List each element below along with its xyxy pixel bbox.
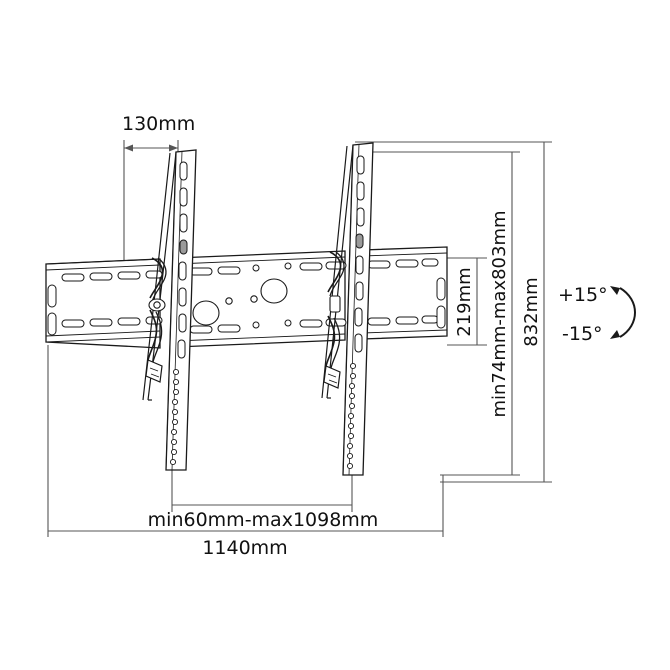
horizontal-rail-left (45, 258, 163, 349)
rail-center-slot-row-bottom (189, 318, 347, 334)
horizontal-rail-right (361, 246, 448, 340)
arm-right-upper-slots (354, 155, 365, 353)
vertical-arm-right (342, 142, 374, 476)
rail-center-slot-row-top (189, 261, 347, 276)
tilt-arc-arrow-icon (610, 286, 636, 339)
rail-height-dimension-219mm (447, 257, 487, 346)
arm-left-hole-column (169, 368, 180, 466)
rail-height-dimension-label: 219mm (454, 267, 475, 336)
rail-left-slot-row-top (61, 270, 163, 282)
rail-right-end-slots (436, 277, 446, 329)
vesa-vertical-dimension (355, 151, 520, 476)
overall-width-dimension-label: 1140mm (202, 537, 287, 559)
tilt-up-label: +15° (558, 284, 608, 306)
vesa-vertical-dimension-label: min74mm-max803mm (489, 210, 510, 417)
overall-width-dimension-1140mm (47, 345, 444, 537)
depth-dimension-label: 130mm (122, 113, 195, 135)
hinge-assembly-left (145, 257, 167, 383)
vertical-arm-left (165, 149, 197, 471)
vesa-horizontal-dimension-label: min60mm-max1098mm (148, 509, 379, 531)
arm-right-hole-column (346, 362, 357, 470)
rail-center-holes (192, 278, 288, 326)
rail-left-end-slots (47, 284, 57, 336)
tilt-down-label: -15° (562, 323, 603, 345)
hinge-assembly-right (323, 251, 345, 389)
overall-height-dimension-832mm (355, 141, 552, 483)
horizontal-rail-center (175, 250, 347, 348)
dimension-lines-group (47, 140, 552, 537)
arm-left-upper-slots (177, 161, 188, 359)
overall-height-dimension-label: 832mm (521, 277, 542, 346)
vesa-horizontal-dimension (171, 470, 353, 512)
